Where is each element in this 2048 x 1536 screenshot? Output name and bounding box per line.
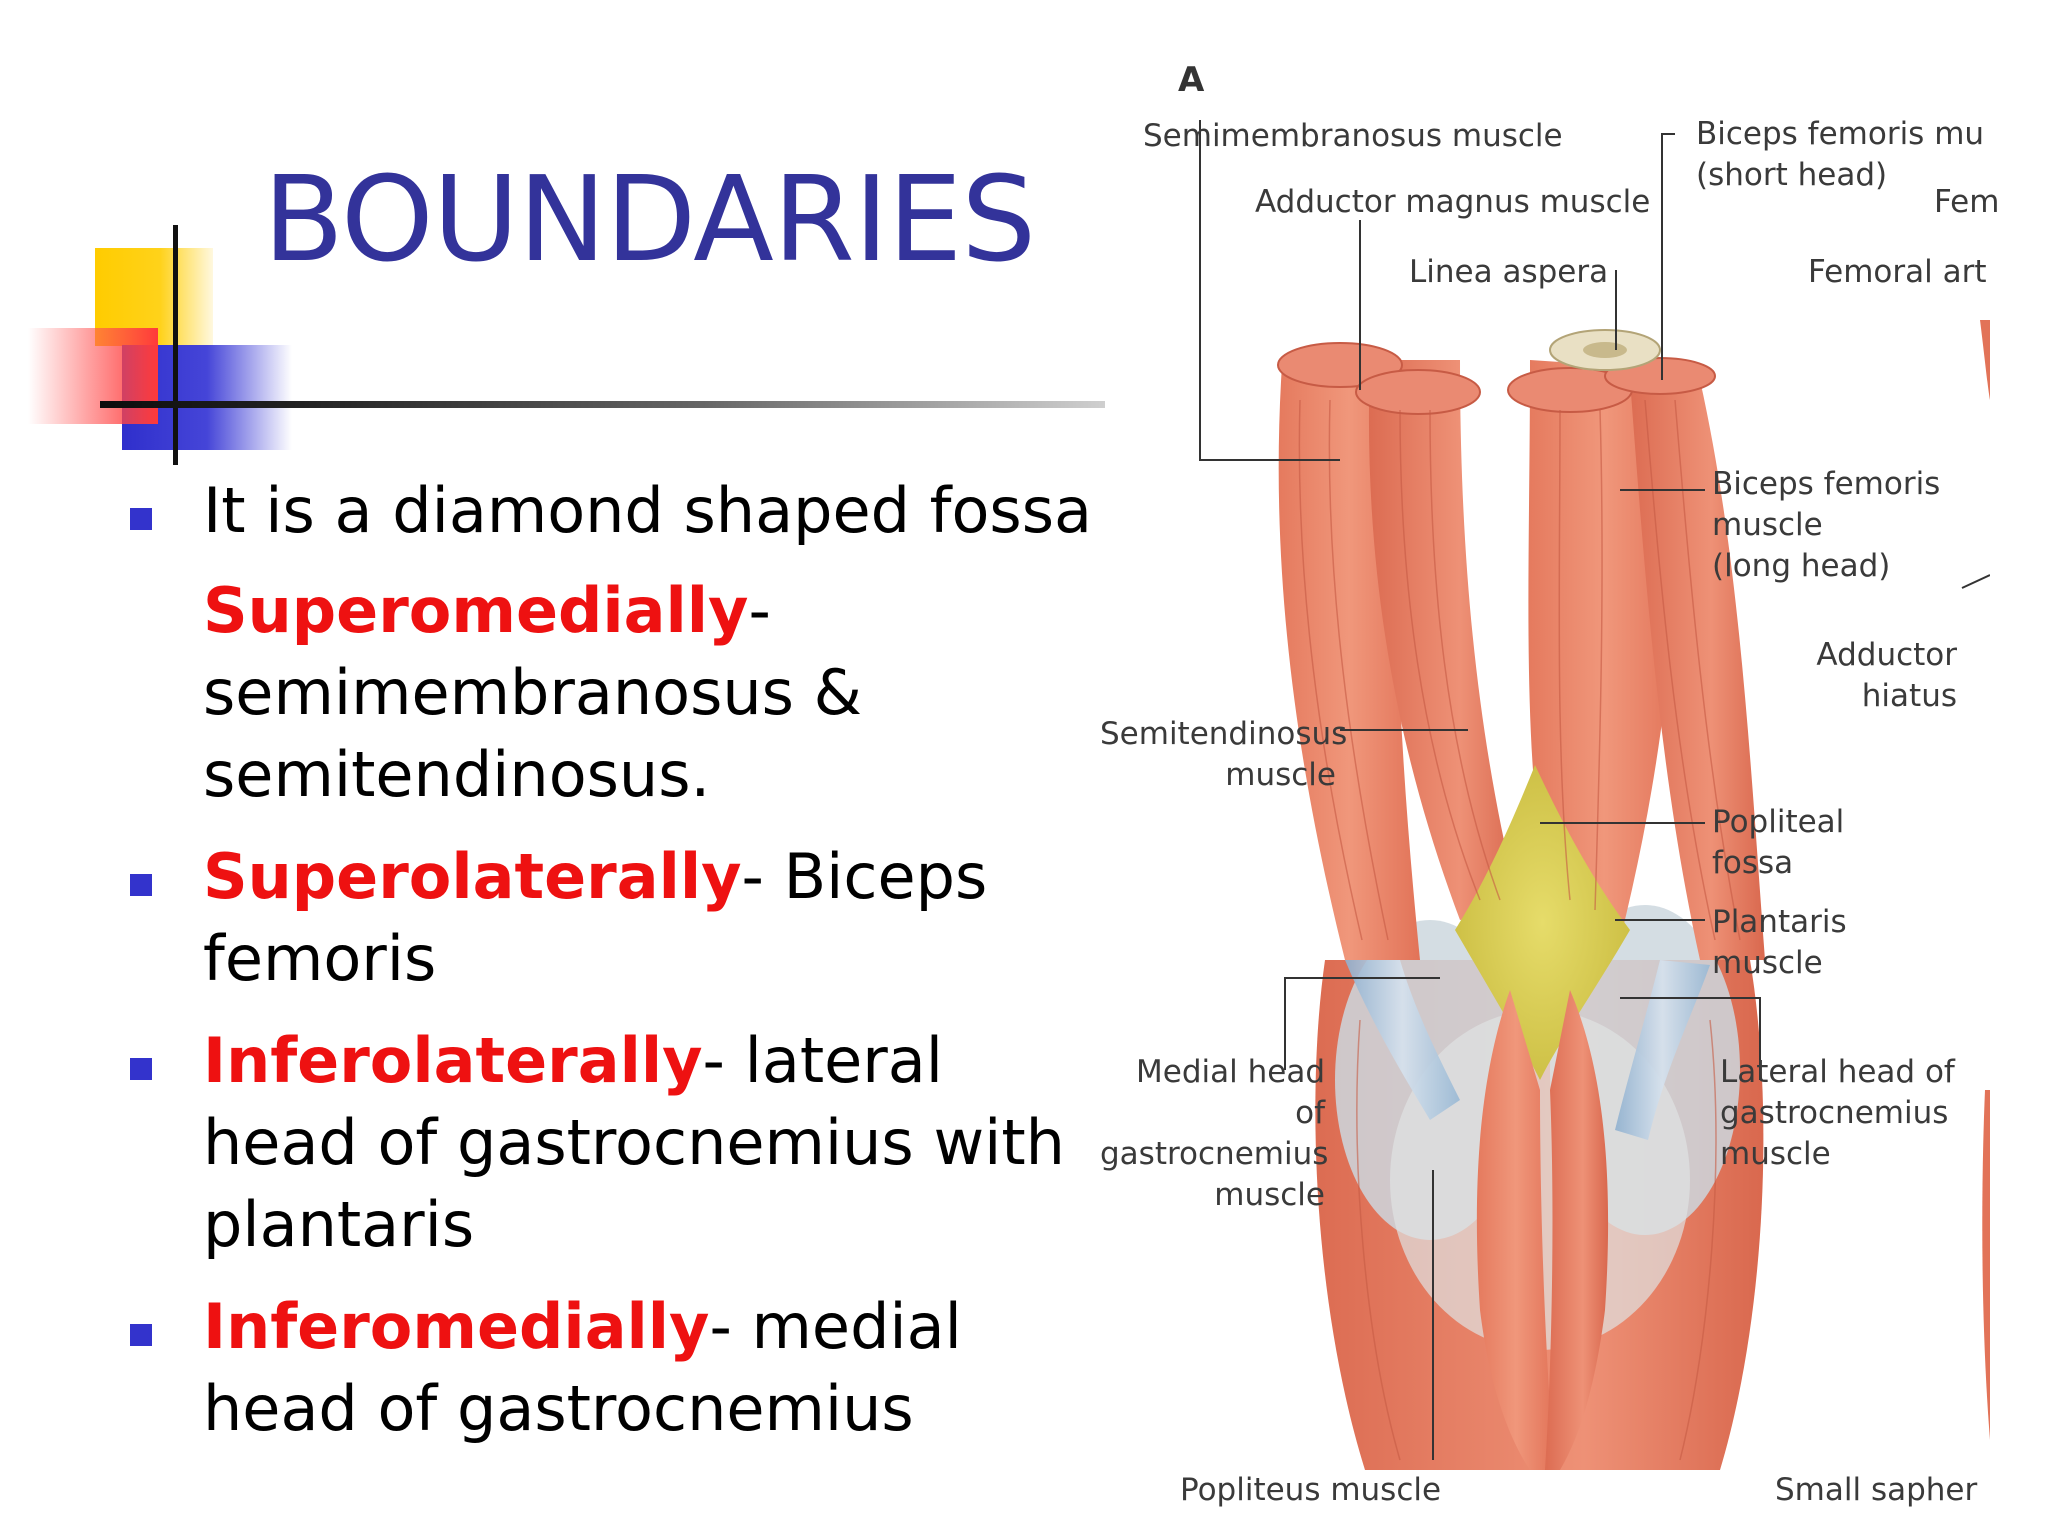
- biceps-short-head-bundle: [1630, 380, 1765, 960]
- bullet-keyword: Superolaterally: [203, 840, 742, 913]
- label-small-saphenous: Small sapher: [1775, 1472, 1978, 1508]
- bullet-keyword: Superomedially: [203, 574, 749, 647]
- semitendinosus-bundle: [1368, 360, 1520, 920]
- cropped-structure-top: [1980, 320, 1990, 400]
- popliteal-fossa-fat: [1455, 765, 1630, 1080]
- label-adductor-magnus: Adductor magnus muscle: [1255, 184, 1651, 220]
- bullet-keyword: Inferomedially: [203, 1290, 710, 1363]
- label-semimembranosus: Semimembranosus muscle: [1143, 118, 1563, 154]
- bullet-text: Inferomedially- medial head of gastrocne…: [203, 1286, 1043, 1450]
- medial-gastrocnemius-head: [1476, 990, 1555, 1470]
- bullet-text: Superolaterally- Biceps femoris: [203, 836, 1003, 1000]
- figure-panel-letter: A: [1178, 60, 1205, 100]
- semimembranosus-tendon: [1345, 960, 1460, 1120]
- bullet-marker-icon: [130, 1324, 152, 1346]
- bullet-marker-icon: [130, 874, 152, 896]
- bullet-text: Inferolaterally- lateral head of gastroc…: [203, 1020, 1083, 1266]
- bullet-body: - medial head of gastrocnemius: [203, 1290, 962, 1445]
- bullet-body: - semimembranosus & semitendinosus.: [203, 574, 863, 811]
- label-medial-gastrocnemius: Medial head of gastrocnemius muscle: [1100, 1054, 1329, 1213]
- label-popliteal-fossa: Popliteal fossa: [1712, 804, 1845, 881]
- bullet-marker-icon: [130, 508, 152, 530]
- label-semitendinosus: Semitendinosus muscle: [1100, 716, 1348, 793]
- label-femoral-artery: Femoral art: [1808, 254, 1987, 290]
- label-biceps-long-head: Biceps femoris muscle (long head): [1712, 466, 1941, 584]
- label-biceps-short-head: Biceps femoris mu (short head): [1696, 116, 1985, 193]
- slide-title: BOUNDARIES: [263, 150, 1036, 288]
- bullet-body: It is a diamond shaped fossa: [203, 474, 1093, 547]
- popliteal-fossa-figure: A Semimembranosus muscle Adductor magnus…: [1100, 60, 1999, 1536]
- cut-adductor-magnus: [1355, 369, 1481, 415]
- label-adductor-hiatus: Adductor hiatus: [1816, 637, 1957, 714]
- biceps-tendon: [1615, 960, 1710, 1140]
- bullet-text: Superomedially- semimembranosus & semite…: [203, 570, 963, 816]
- bullet-body: - lateral head of gastrocnemius with pla…: [203, 1024, 1065, 1261]
- lateral-gastrocnemius-head: [1545, 990, 1609, 1470]
- title-underline: [100, 401, 1105, 408]
- decor-vertical-line: [173, 225, 178, 465]
- bullet-text: It is a diamond shaped fossa: [203, 470, 1103, 552]
- label-plantaris: Plantaris muscle: [1712, 904, 1847, 981]
- label-popliteus: Popliteus muscle: [1180, 1472, 1442, 1508]
- anatomy-illustration: [1199, 120, 1990, 1470]
- cropped-structure-bottom: [1982, 1090, 1990, 1440]
- muscle-fibers: [1298, 399, 1741, 1461]
- femur-marrow: [1583, 342, 1627, 358]
- bullet-body: - Biceps femoris: [203, 840, 988, 995]
- decor-red-square: [28, 328, 158, 424]
- label-linea-aspera: Linea aspera: [1409, 254, 1609, 290]
- bullet-marker-icon: [130, 1058, 152, 1080]
- leader-lines: [1199, 120, 1990, 1460]
- cut-semimembranosus: [1277, 342, 1403, 388]
- bullet-keyword: Inferolaterally: [203, 1024, 703, 1097]
- label-lateral-gastrocnemius: Lateral head of gastrocnemius muscle: [1720, 1054, 1955, 1172]
- label-fem: Fem: [1934, 184, 2000, 220]
